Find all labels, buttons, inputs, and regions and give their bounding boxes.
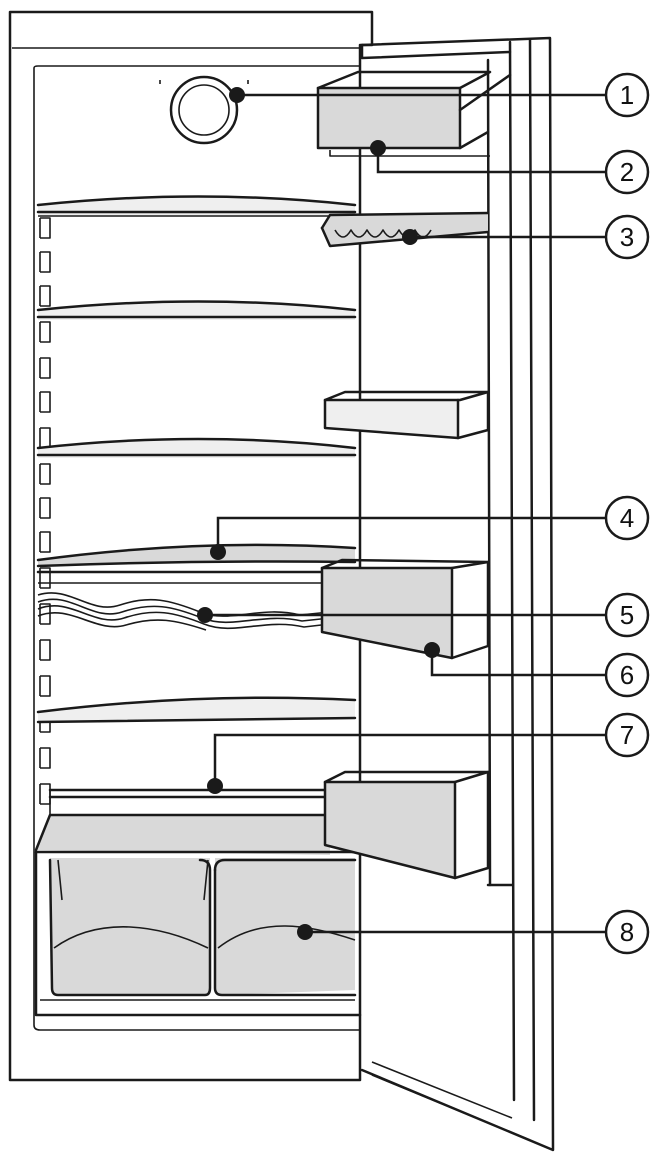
shelf-support-notch <box>40 532 50 552</box>
callout-number: 1 <box>620 80 634 110</box>
door-bin-2 <box>325 392 488 438</box>
shelf-support-notch <box>40 428 50 448</box>
callout-dot <box>402 229 418 245</box>
callout-dot <box>424 642 440 658</box>
callout-dot <box>207 778 223 794</box>
shelf-2 <box>38 302 355 321</box>
shelf-support-notch <box>40 498 50 518</box>
callout-dot <box>229 87 245 103</box>
shelf-support-notch <box>40 322 50 342</box>
shelf-4-glass <box>38 545 355 572</box>
bottle-rack <box>38 583 330 630</box>
shelf-support-notch <box>40 464 50 484</box>
shelf-7 <box>50 790 330 815</box>
callout-leader-line <box>432 650 605 675</box>
shelf-1 <box>38 197 355 217</box>
shelf-support-notch <box>40 252 50 272</box>
shelf-support-notch <box>40 392 50 412</box>
callout-dot <box>197 607 213 623</box>
crisper-cover <box>36 815 360 855</box>
shelf-3 <box>38 439 355 458</box>
callout-number: 2 <box>620 157 634 187</box>
callout-dot <box>210 544 226 560</box>
callout-leader-line <box>378 148 605 172</box>
callout-number: 7 <box>620 720 634 750</box>
door-bin-3 <box>322 560 488 658</box>
shelf-6 <box>38 698 355 722</box>
shelf-support-notch <box>40 218 50 238</box>
callout-dot <box>297 924 313 940</box>
shelf-support-notch <box>40 358 50 378</box>
shelf-support-notch <box>40 640 50 660</box>
callout-number: 4 <box>620 503 634 533</box>
shelf-support-notch <box>40 676 50 696</box>
callout-number: 6 <box>620 660 634 690</box>
callout-6: 6 <box>424 642 648 696</box>
callout-leader-line <box>215 735 605 786</box>
fan-light-unit <box>160 77 248 143</box>
callout-number: 5 <box>620 600 634 630</box>
door-bin-top <box>318 72 510 156</box>
callout-number: 8 <box>620 917 634 947</box>
callout-dot <box>370 140 386 156</box>
callout-number: 3 <box>620 222 634 252</box>
shelf-support-notch <box>40 286 50 306</box>
shelf-support-notch <box>40 784 50 804</box>
shelf-support-notch <box>40 748 50 768</box>
